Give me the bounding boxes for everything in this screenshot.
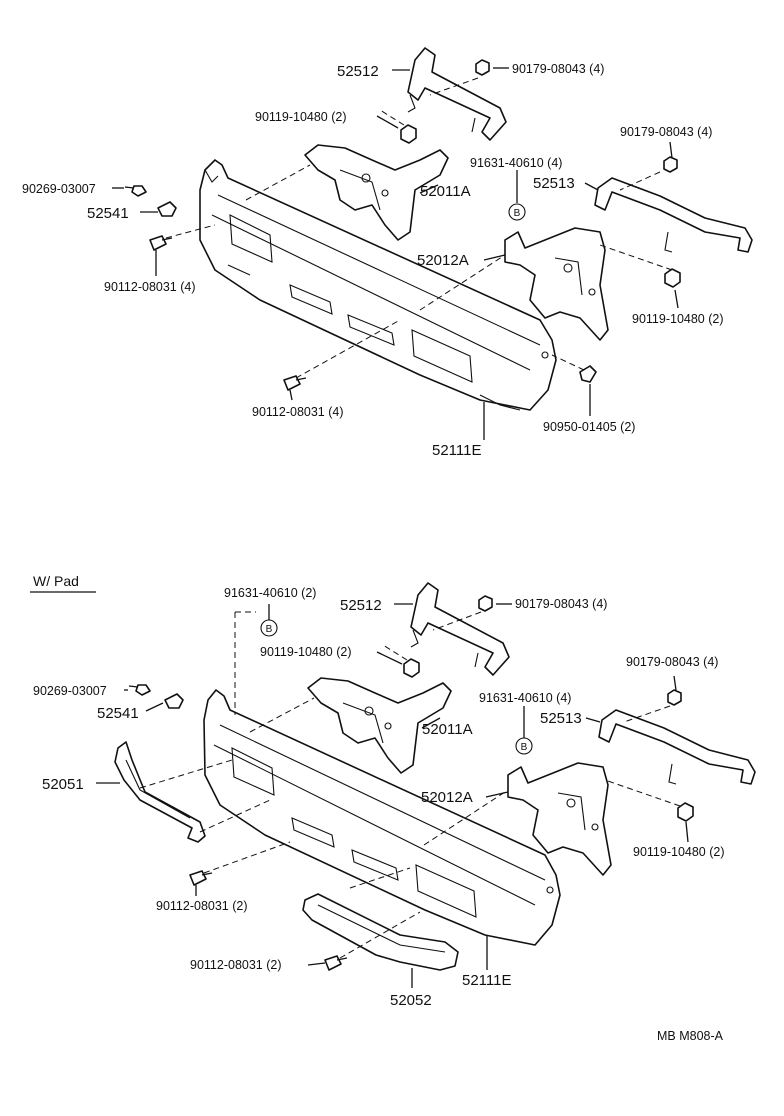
fasteners-bottom	[128, 595, 694, 971]
marker-b-label: B	[514, 208, 521, 219]
section-title-w-pad: W/ Pad	[33, 573, 79, 589]
label-90119-10480-a: 90119-10480 (2)	[255, 110, 347, 124]
label-90119-10480-b: 90119-10480 (2)	[633, 845, 725, 859]
label-90269-03007: 90269-03007	[22, 182, 96, 196]
label-52012A: 52012A	[421, 789, 473, 806]
diagram-code: MB M808-A	[657, 1029, 724, 1043]
label-52512: 52512	[337, 63, 379, 80]
label-90119-10480-a: 90119-10480 (2)	[260, 645, 352, 659]
label-90950-01405: 90950-01405 (2)	[543, 420, 635, 434]
label-91631-40610: 91631-40610 (4)	[470, 156, 562, 170]
bumper-cover-52111E-top	[199, 159, 557, 411]
label-91631-40610-a: 91631-40610 (2)	[224, 586, 316, 600]
fasteners-top	[124, 59, 681, 391]
bottom-assembly: W/ Pad	[30, 573, 756, 1009]
marker-b-bottom-b: B	[515, 737, 533, 755]
marker-b-label: B	[521, 742, 528, 753]
label-52052: 52052	[390, 992, 432, 1009]
label-90112-08031-b: 90112-08031 (2)	[190, 958, 282, 972]
label-90112-08031-b: 90112-08031 (4)	[252, 405, 344, 419]
label-90179-08043-a: 90179-08043 (4)	[512, 62, 604, 76]
bracket-52513-bottom	[598, 709, 756, 785]
pad-52051	[114, 741, 206, 843]
bracket-52011A-bottom	[307, 677, 452, 774]
label-52012A: 52012A	[417, 252, 469, 269]
marker-b-top: B	[508, 203, 526, 221]
label-52111E: 52111E	[462, 972, 512, 989]
label-52513: 52513	[533, 175, 575, 192]
bracket-52012A-top	[504, 227, 609, 341]
label-90112-08031-a: 90112-08031 (4)	[104, 280, 196, 294]
bumper-cover-52111E-bottom	[203, 689, 561, 946]
label-90179-08043-b: 90179-08043 (4)	[620, 125, 712, 139]
label-52011A: 52011A	[420, 183, 471, 200]
bracket-52012A-bottom	[507, 762, 612, 876]
label-52541: 52541	[97, 705, 139, 722]
marker-b-bottom-a: B	[260, 619, 278, 637]
pad-52052	[302, 893, 459, 971]
label-52111E: 52111E	[432, 442, 482, 459]
bracket-52512-top	[407, 47, 507, 141]
label-90179-08043-b: 90179-08043 (4)	[626, 655, 718, 669]
bracket-52011A-top	[304, 144, 449, 241]
marker-b-label: B	[266, 624, 273, 635]
label-90269-03007: 90269-03007	[33, 684, 107, 698]
label-52011A: 52011A	[422, 721, 473, 738]
label-52541: 52541	[87, 205, 129, 222]
label-90179-08043-a: 90179-08043 (4)	[515, 597, 607, 611]
top-assembly: B 52512 90179-08043 (4) 90119-10480 (2)	[22, 47, 753, 459]
label-52513: 52513	[540, 710, 582, 727]
bracket-52513-top	[594, 177, 753, 253]
label-90119-10480-b: 90119-10480 (2)	[632, 312, 724, 326]
label-52512: 52512	[340, 597, 382, 614]
label-90112-08031-a: 90112-08031 (2)	[156, 899, 248, 913]
label-91631-40610-b: 91631-40610 (4)	[479, 691, 571, 705]
label-52051: 52051	[42, 776, 84, 793]
bracket-52512-bottom	[410, 582, 510, 676]
